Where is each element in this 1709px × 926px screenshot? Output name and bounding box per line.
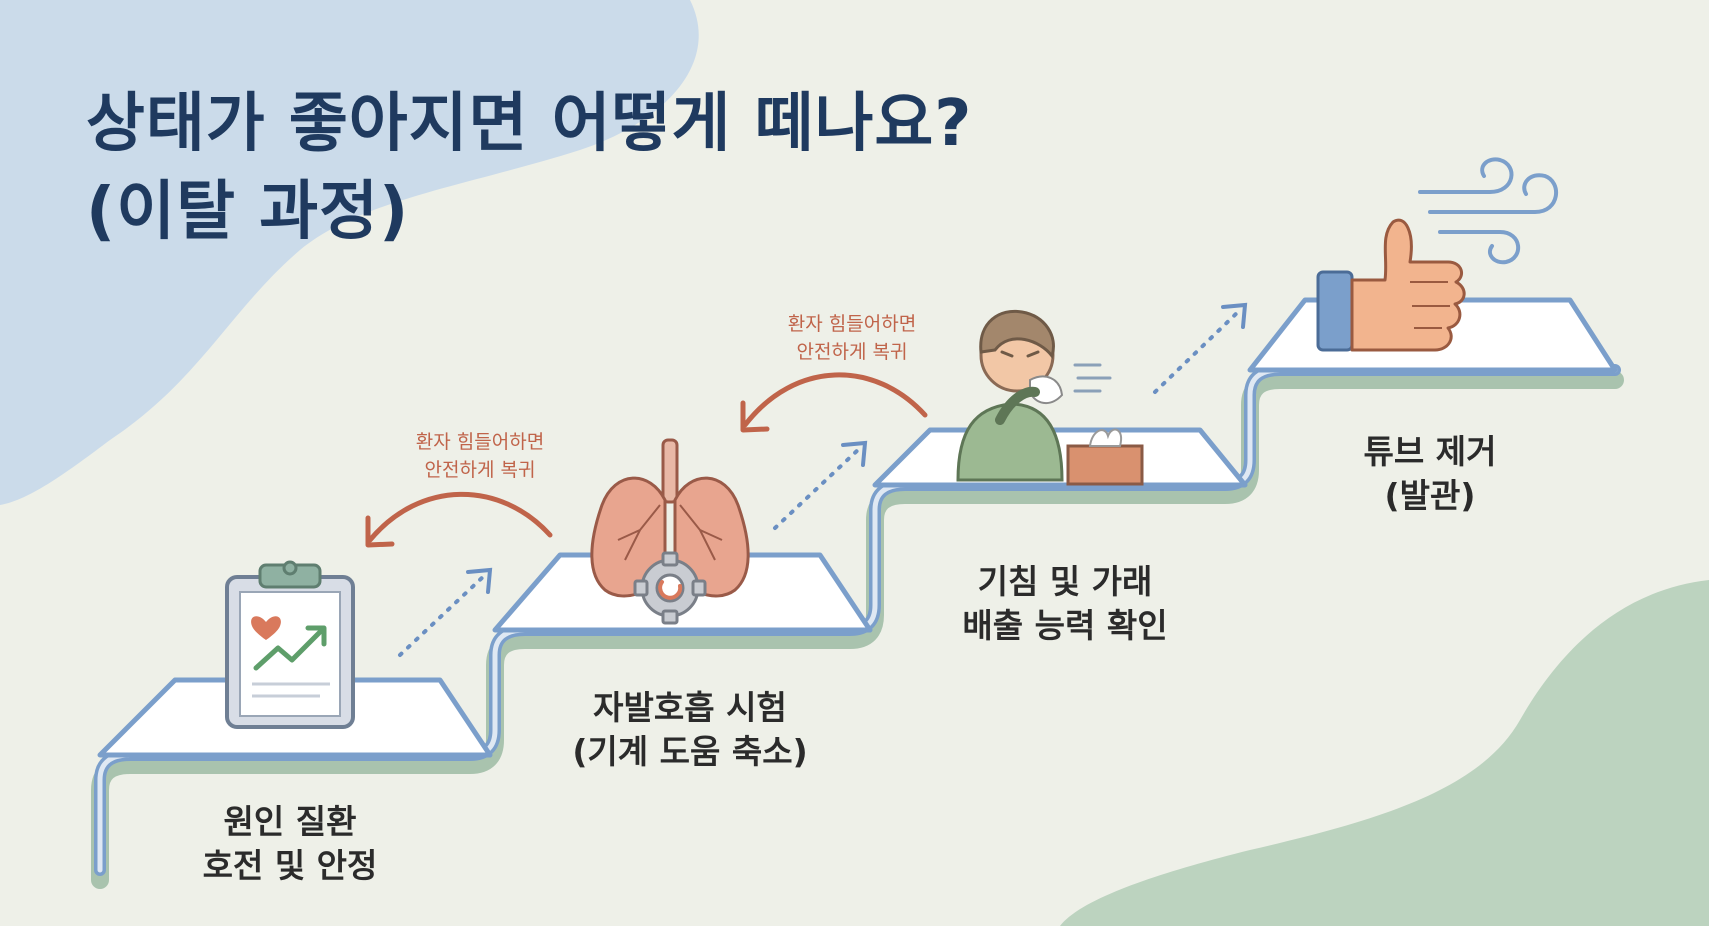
progress-arrow-3 xyxy=(1153,302,1248,394)
background-blob-green xyxy=(1060,580,1709,926)
page-title-line1: 상태가 좋아지면 어떻게 떼나요? xyxy=(86,87,973,161)
return-note-1-line2: 안전하게 복귀 xyxy=(424,459,536,481)
thumbs-up-icon xyxy=(1316,157,1559,352)
page-title: 상태가 좋아지면 어떻게 떼나요? (이탈 과정) xyxy=(86,80,1226,256)
step-label-1-line1: 원인 질환 xyxy=(223,802,357,841)
coughing-person-icon xyxy=(956,309,1144,486)
step-label-2-line1: 자발호흡 시험 xyxy=(593,688,787,727)
background-blob-blue xyxy=(0,0,699,505)
step-label-4: 튜브 제거 (발관) xyxy=(1300,430,1560,518)
lungs-gear-icon xyxy=(590,438,750,625)
step-label-1: 원인 질환 호전 및 안정 xyxy=(160,800,420,888)
step-label-3-line2: 배출 능력 확인 xyxy=(962,606,1168,645)
step-label-2: 자발호흡 시험 (기계 도움 축소) xyxy=(530,686,850,774)
step-label-4-line2: (발관) xyxy=(1384,476,1476,515)
return-arrow-2 xyxy=(740,372,928,433)
step-label-3: 기침 및 가래 배출 능력 확인 xyxy=(905,560,1225,648)
step-label-4-line1: 튜브 제거 xyxy=(1363,432,1497,471)
return-note-2: 환자 힘들어하면 안전하게 복귀 xyxy=(752,310,952,366)
return-note-2-line1: 환자 힘들어하면 xyxy=(787,313,917,335)
progress-arrow-2 xyxy=(773,440,868,530)
return-arrow-1 xyxy=(365,491,553,548)
progress-arrow-1 xyxy=(398,567,493,657)
clipboard-chart-icon xyxy=(225,560,355,729)
step-label-2-line2: (기계 도움 축소) xyxy=(572,732,808,771)
return-note-1: 환자 힘들어하면 안전하게 복귀 xyxy=(380,428,580,484)
step-label-1-line2: 호전 및 안정 xyxy=(202,846,378,885)
step-label-3-line1: 기침 및 가래 xyxy=(977,562,1153,601)
wind-lines-icon xyxy=(1418,157,1559,265)
page-title-line2: (이탈 과정) xyxy=(86,175,410,249)
return-note-2-line2: 안전하게 복귀 xyxy=(796,341,908,363)
return-note-1-line1: 환자 힘들어하면 xyxy=(415,431,545,453)
